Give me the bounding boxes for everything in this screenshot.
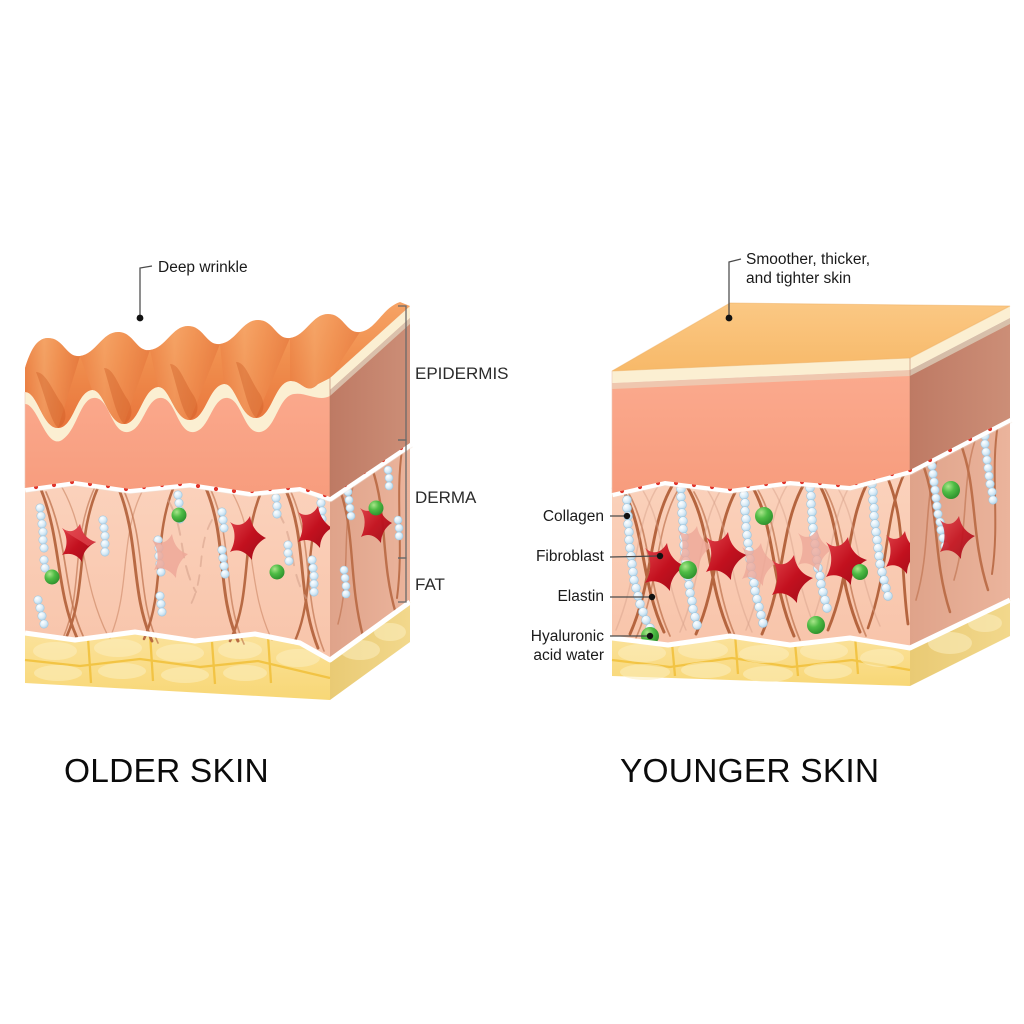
annotation-label-smoother-skin-line2: and tighter skin xyxy=(746,270,851,287)
wrinkle-valleys xyxy=(36,362,264,428)
stratum-corneum-front-young xyxy=(612,358,910,383)
deep-wrinkle-marker xyxy=(136,314,144,322)
fibroblast xyxy=(645,543,686,591)
structure-label-hyaluronic-line1: Hyaluronic xyxy=(531,628,604,645)
fibroblast xyxy=(360,503,392,543)
fibroblast-pale xyxy=(678,526,713,569)
elastin-strand xyxy=(283,540,294,566)
layer-label-fat: FAT xyxy=(415,575,445,594)
fibroblast-pale xyxy=(742,543,777,586)
elastin-strand xyxy=(155,591,167,617)
fibroblast xyxy=(298,506,330,548)
structure-label-hyaluronic-line2: acid water xyxy=(533,647,604,664)
callout-fibroblast: Fibroblast xyxy=(536,548,664,565)
epidermis-side-old xyxy=(330,306,410,497)
hyaluronic-acid-marker xyxy=(646,632,654,640)
structure-label-fibroblast: Fibroblast xyxy=(536,548,605,565)
hyaluronic-acid-droplet xyxy=(269,564,285,580)
epidermis-front-young xyxy=(612,370,910,493)
fibroblasts-young xyxy=(645,526,910,603)
fibroblast xyxy=(826,537,867,585)
younger-structure-callouts: Collagen Fibroblast Elastin Hyaluronic a… xyxy=(531,508,664,664)
callout-collagen: Collagen xyxy=(543,508,631,525)
annotation-label-deep-wrinkle: Deep wrinkle xyxy=(158,259,248,276)
fibroblast xyxy=(706,532,747,580)
elastin-strand xyxy=(98,515,110,557)
panel-title-younger-skin: YOUNGER SKIN xyxy=(620,753,879,790)
dermis-fat-boundary-young xyxy=(611,597,1012,651)
fibroblasts-old xyxy=(62,506,330,578)
hyaluronic-acid-droplet xyxy=(368,500,384,516)
elastin-strand xyxy=(35,503,49,553)
fibroblast xyxy=(230,516,266,560)
fat-cell-texture xyxy=(33,623,406,683)
elastin-fibers-old-side xyxy=(339,465,404,599)
hyaluronic-acid-droplet xyxy=(852,564,868,580)
elastin-strand xyxy=(217,545,230,579)
fibroblasts-old-side xyxy=(360,503,392,543)
elastin-strand xyxy=(39,555,50,573)
annotation-label-smoother-skin-line1: Smoother, thicker, xyxy=(746,251,870,268)
annotation-deep-wrinkle: Deep wrinkle xyxy=(136,259,248,322)
elastin-strand xyxy=(307,555,319,597)
elastin-strand xyxy=(271,493,282,519)
hyaluronic-acid-droplet xyxy=(755,507,773,525)
elastin-fibers-young-side xyxy=(927,431,998,551)
elastin-strand xyxy=(33,595,49,629)
older-layer-brackets: EPIDERMIS DERMA FAT xyxy=(398,305,509,603)
structure-label-elastin: Elastin xyxy=(557,588,604,605)
hyaluronic-acid-droplet xyxy=(44,569,60,585)
fibroblast-pale xyxy=(798,529,833,572)
hyaluronic-acid-droplet xyxy=(171,507,187,523)
hyaluronic-acid-old xyxy=(44,500,384,585)
epidermis-side-young xyxy=(910,318,1010,470)
callout-elastin: Elastin xyxy=(557,588,656,605)
structure-label-collagen: Collagen xyxy=(543,508,604,525)
dermis-fat-boundary-old xyxy=(24,599,412,663)
fibroblast-marker xyxy=(656,552,664,560)
fibroblast xyxy=(772,555,813,603)
fibroblast xyxy=(940,516,975,559)
smooth-surface-young xyxy=(612,303,1010,371)
elastin-marker xyxy=(648,593,656,601)
bracket-fat xyxy=(398,557,407,603)
stratum-corneum-side-old xyxy=(330,306,410,390)
elastin-fibers-young xyxy=(622,471,893,633)
fibroblasts-young-side xyxy=(940,516,975,559)
collagen-marker xyxy=(623,512,631,520)
hyaluronic-acid-droplet xyxy=(679,561,697,579)
fibroblast xyxy=(886,531,910,574)
wrinkle-shading xyxy=(25,314,360,428)
hyaluronic-acid-droplet xyxy=(942,481,960,499)
stratum-corneum-side-young xyxy=(910,306,1010,370)
smoother-skin-marker xyxy=(725,314,733,322)
fibroblast-inactive xyxy=(152,534,188,578)
elastin-strand xyxy=(217,507,229,533)
annotation-smoother-skin: Smoother, thicker, and tighter skin xyxy=(725,251,870,322)
younger-skin-block xyxy=(610,302,1013,686)
hyaluronic-acid-droplet xyxy=(807,616,825,634)
callout-hyaluronic-acid: Hyaluronic acid water xyxy=(531,628,654,664)
stratum-corneum-old xyxy=(25,378,330,442)
panel-title-older-skin: OLDER SKIN xyxy=(64,753,269,790)
layer-label-derma: DERMA xyxy=(415,488,477,507)
layer-label-epidermis: EPIDERMIS xyxy=(415,364,509,383)
older-skin-block xyxy=(24,302,413,700)
